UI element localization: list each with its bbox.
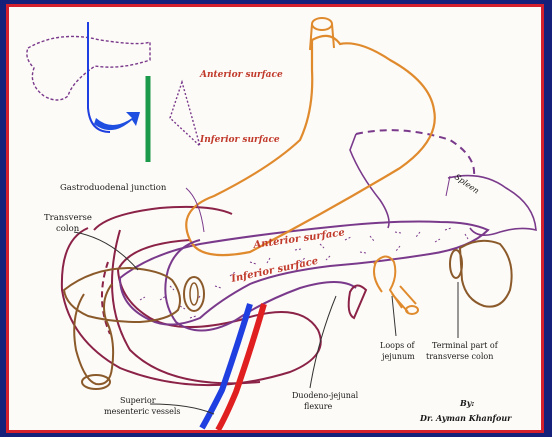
- leader-transverse-colon: [74, 232, 138, 270]
- colon-cut-inner: [190, 283, 198, 305]
- inset-anterior-label: Anterior surface: [199, 70, 283, 80]
- jejunum-tube: [392, 286, 416, 312]
- leader-gastroduodenal: [186, 188, 204, 232]
- colon-cut-end: [184, 277, 204, 311]
- leader-jejunum: [392, 296, 396, 336]
- jejunum-end: [406, 306, 418, 314]
- mesentery-left-loop: [94, 207, 232, 230]
- leader-spleen: [446, 176, 450, 196]
- credit-author: Dr. Ayman Khanfour: [419, 413, 512, 423]
- esophagus-end: [312, 18, 332, 30]
- lesser-sac-dashed: [356, 130, 474, 176]
- label-gastroduodenal-junction: Gastroduodenal junction: [60, 183, 167, 193]
- posterior-dashed: [350, 134, 389, 228]
- mesocolon-outline: [62, 228, 321, 385]
- credit-by: By:: [459, 398, 474, 408]
- inset-triangle-section: [170, 82, 200, 146]
- duodenojejunal-tube: [349, 285, 366, 318]
- colon-right-segment: [460, 241, 512, 307]
- inset-inferior-label: Inferior surface: [199, 135, 280, 145]
- leader-duodenojejunal: [310, 296, 336, 388]
- inset-blue-arrow: [94, 112, 140, 130]
